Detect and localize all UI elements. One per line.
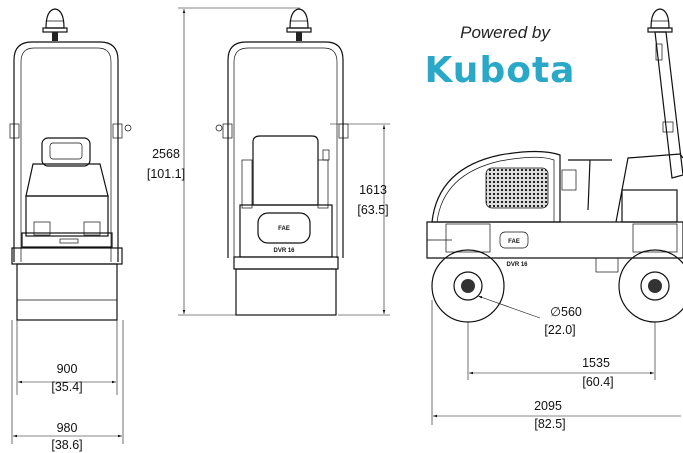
height-total-mm: 2568 — [152, 147, 180, 161]
kubota-logo: Kubota — [425, 50, 576, 91]
front-view — [9, 8, 132, 321]
drum-diameter-in: [22.0] — [544, 323, 575, 337]
drum-diameter-mm: ∅560 — [550, 305, 582, 319]
overall-length-in: [82.5] — [534, 417, 565, 431]
wheelbase-in: [60.4] — [582, 375, 613, 389]
side-model-plate: DVR 16 — [506, 262, 528, 268]
side-view: FAE DVR 16 — [426, 8, 683, 323]
overall-width-in: [38.6] — [51, 438, 82, 452]
rear-model-plate: DVR 16 — [273, 248, 295, 254]
drum-width-mm: 900 — [57, 362, 78, 376]
rear-view: FAE DVR 16 — [215, 8, 349, 316]
beacon-light — [286, 8, 312, 41]
drum-width-in: [35.4] — [51, 380, 82, 394]
svg-text:FAE: FAE — [508, 239, 520, 245]
height-total-in: [101.1] — [147, 167, 185, 181]
beacon-light — [647, 8, 673, 33]
wheelbase-mm: 1535 — [582, 356, 610, 370]
seat-height-mm: 1613 — [359, 183, 387, 197]
overall-width-mm: 980 — [57, 421, 78, 435]
beacon-light — [42, 8, 68, 41]
svg-text:FAE: FAE — [278, 226, 290, 232]
overall-length-mm: 2095 — [534, 399, 562, 413]
seat-height-in: [63.5] — [357, 203, 388, 217]
brand-tagline: Powered by — [460, 23, 551, 42]
